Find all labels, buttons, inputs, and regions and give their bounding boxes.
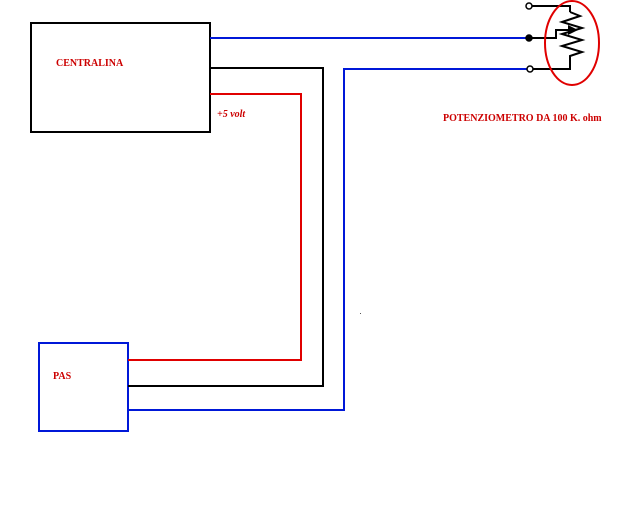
blue-wire-pas [128,68,530,411]
pot-terminal-wiper [525,34,533,42]
supply-label: +5 volt [217,109,246,120]
potentiometer-icon [525,0,600,86]
centralina-box [30,22,211,133]
stray-dot [360,313,361,314]
pot-terminal-bottom [526,65,534,73]
centralina-label: CENTRALINA [56,58,124,69]
pot-highlight-ellipse [544,0,600,86]
pot-terminal-top [525,2,533,10]
black-wire-ground [128,67,324,387]
potentiometer-label: POTENZIOMETRO DA 100 K. ohm [443,113,602,124]
pas-box [38,342,129,432]
pas-label: PAS [53,371,72,382]
red-wire-5v [128,93,302,361]
